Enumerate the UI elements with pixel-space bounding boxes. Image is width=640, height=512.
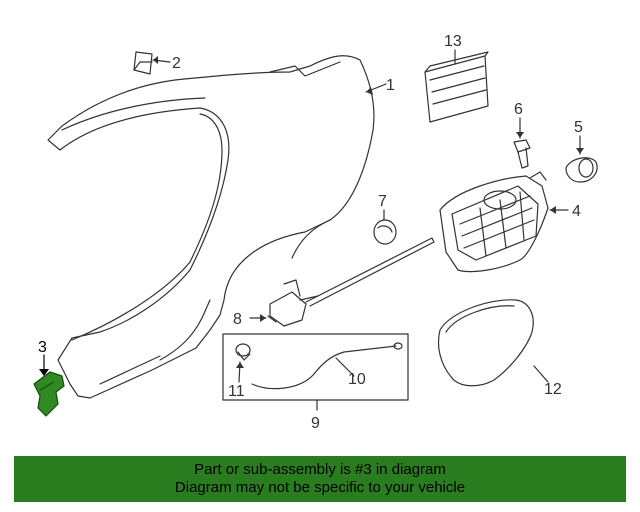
info-banner: Part or sub-assembly is #3 in diagram Di… — [14, 456, 626, 502]
arrowheads — [39, 56, 584, 376]
callout-8: 8 — [233, 311, 242, 328]
callout-10: 10 — [348, 371, 366, 388]
fuel-door-housing-part[interactable] — [439, 171, 549, 273]
reinforcement-part-highlighted[interactable] — [33, 371, 65, 417]
callout-11: 11 — [228, 383, 245, 400]
callout-4: 4 — [572, 203, 581, 220]
quarter-panel-part[interactable] — [47, 55, 375, 399]
cable-part[interactable] — [251, 342, 403, 390]
cap-part[interactable] — [373, 219, 397, 245]
banner-line-2: Diagram may not be specific to your vehi… — [174, 479, 466, 496]
fuel-door-part[interactable] — [437, 299, 534, 387]
bracket-part[interactable] — [133, 51, 153, 75]
callout-2: 2 — [172, 55, 181, 72]
vent-part[interactable] — [424, 51, 489, 123]
grommet-part[interactable] — [565, 157, 598, 183]
leader-lines — [43, 49, 581, 411]
callout-3: 3 — [38, 339, 47, 356]
callout-13: 13 — [444, 33, 462, 50]
kit-box — [222, 333, 409, 401]
callout-1: 1 — [386, 77, 395, 94]
callout-5: 5 — [574, 119, 583, 136]
banner-line-1: Part or sub-assembly is #3 in diagram — [194, 461, 446, 478]
callout-9: 9 — [311, 415, 320, 432]
stud-part[interactable] — [513, 139, 531, 169]
parts-diagram: 1 2 3 4 5 6 7 8 9 10 11 12 13 — [33, 33, 598, 432]
callout-labels: 1 2 3 4 5 6 7 8 9 10 11 12 13 — [38, 33, 583, 432]
actuator-part[interactable] — [267, 237, 435, 327]
callout-6: 6 — [514, 101, 523, 118]
callout-12: 12 — [544, 381, 562, 398]
clip-part[interactable] — [235, 343, 251, 361]
callout-7: 7 — [378, 193, 387, 210]
